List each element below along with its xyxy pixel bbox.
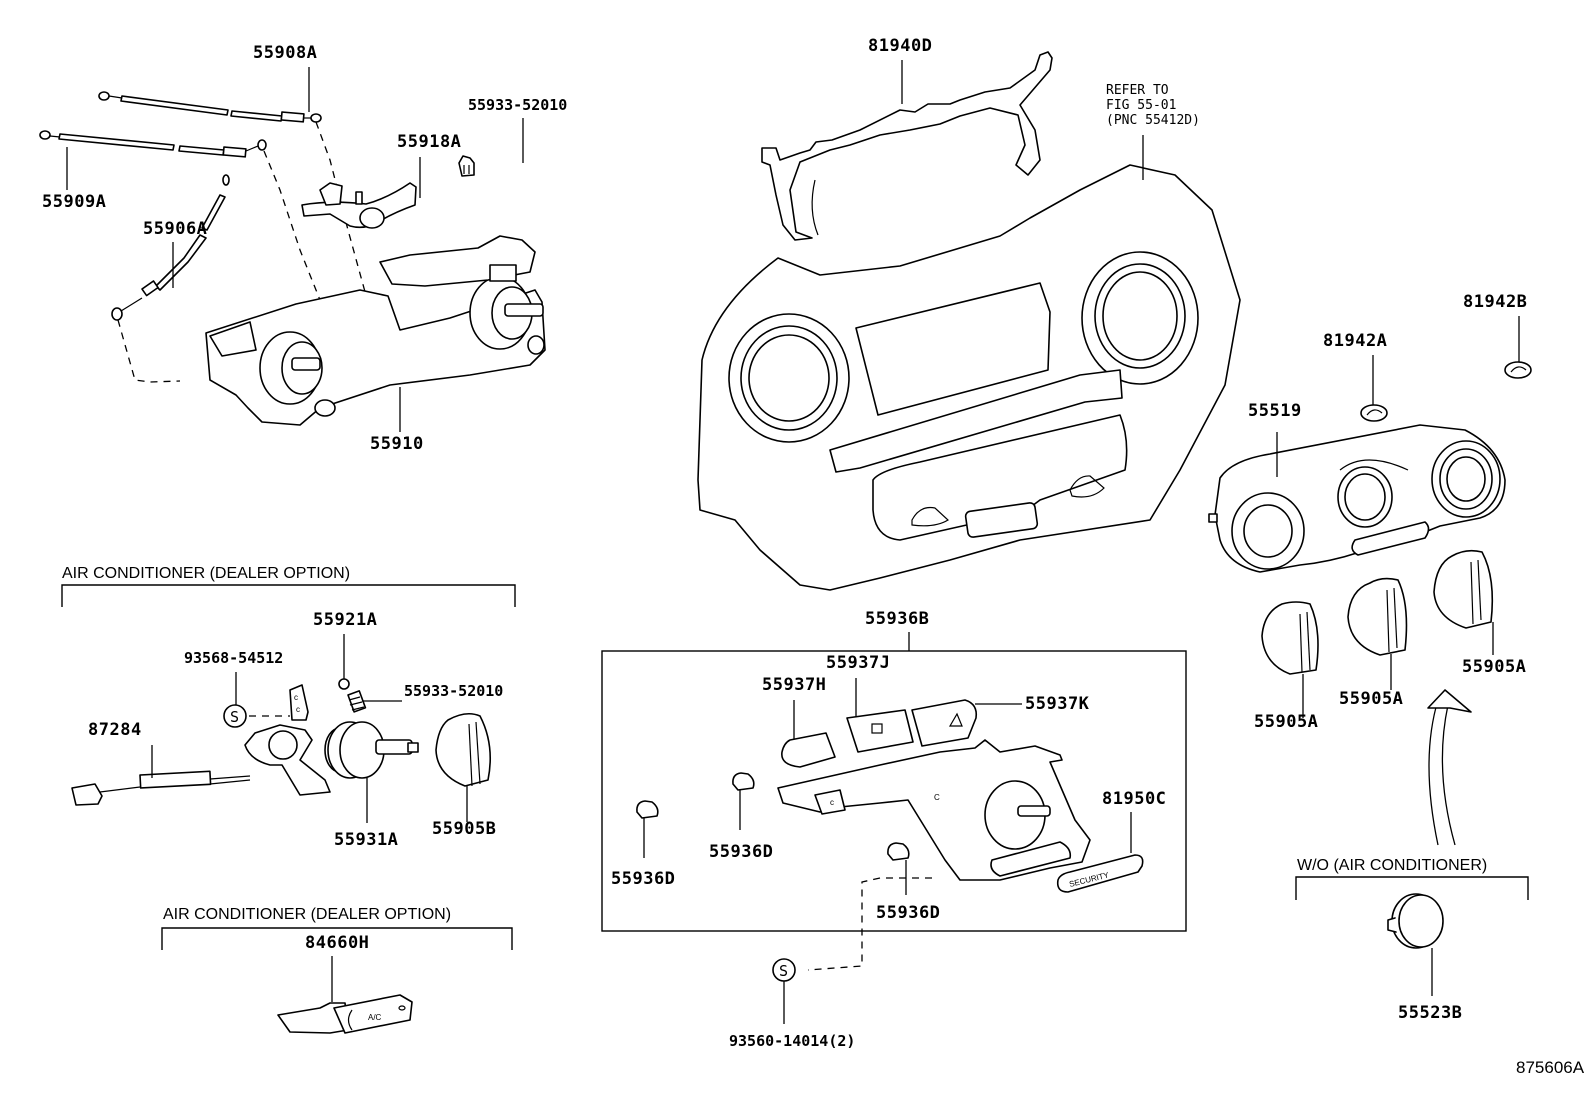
arrow-line <box>1441 704 1456 846</box>
label-81950C: 81950C <box>1102 789 1166 809</box>
knob-55905B[interactable] <box>435 712 492 787</box>
clip-55933-52010[interactable] <box>458 155 475 177</box>
label-55519: 55519 <box>1248 401 1302 421</box>
label-55905A-2: 55905A <box>1339 689 1403 709</box>
reference-note-line3: (PNC 55412D) <box>1106 113 1200 128</box>
figure-id: 875606A <box>1516 1058 1585 1077</box>
label-55937K: 55937K <box>1025 694 1090 714</box>
svg-text:C: C <box>934 793 940 802</box>
control-cable-55908A[interactable] <box>98 91 322 123</box>
switch-knob-55937H[interactable] <box>781 732 836 768</box>
label-55908A: 55908A <box>253 43 317 63</box>
group-bracket <box>161 927 513 950</box>
label-93560-14014: 93560-14014(2) <box>729 1032 855 1050</box>
svg-text:c: c <box>830 798 834 807</box>
clip-55936D-2[interactable] <box>732 772 755 791</box>
group-bracket <box>61 584 516 607</box>
label-55937H: 55937H <box>762 675 826 695</box>
hazard-switch-55937K[interactable] <box>911 699 978 747</box>
label-84660H: 84660H <box>305 933 369 953</box>
label-55936B: 55936B <box>865 609 929 629</box>
arrow-head-icon <box>1427 689 1472 713</box>
label-55905A-1: 55905A <box>1254 712 1318 732</box>
label-55936D-2: 55936D <box>709 842 773 862</box>
label-55933-52010-top: 55933-52010 <box>468 96 567 114</box>
spring-55933-52010[interactable] <box>347 690 367 713</box>
control-cable-55909A[interactable] <box>39 130 267 158</box>
ball-55921A[interactable] <box>338 678 350 690</box>
svg-text:c: c <box>296 705 300 714</box>
svg-text:S: S <box>230 708 239 726</box>
label-55905B: 55905B <box>432 819 496 839</box>
cable-route-line <box>263 150 321 301</box>
defogger-switch-55937J[interactable] <box>846 709 914 753</box>
label-55906A: 55906A <box>143 219 207 239</box>
screw-route-line <box>807 877 932 971</box>
ac-switch-84660H[interactable]: A/C <box>277 994 413 1034</box>
blank-cap-55523B[interactable] <box>1387 893 1444 949</box>
knob-55905A-center[interactable] <box>1347 577 1408 656</box>
label-55905A-3: 55905A <box>1462 657 1526 677</box>
arrow-line <box>1428 699 1439 846</box>
label-55933-52010-ac: 55933-52010 <box>404 682 503 700</box>
label-81940D: 81940D <box>868 36 932 56</box>
reference-note-line2: FIG 55-01 <box>1106 98 1176 113</box>
emblem-81942B[interactable] <box>1504 361 1532 379</box>
label-55937J: 55937J <box>826 653 890 673</box>
group-label-ac-dealer-option-1: AIR CONDITIONER (DEALER OPTION) <box>62 565 350 582</box>
label-81942A: 81942A <box>1323 331 1387 351</box>
label-55936D-1: 55936D <box>611 869 675 889</box>
screw-symbol-93568[interactable]: S <box>223 704 247 728</box>
group-box-55936B <box>601 650 1187 932</box>
ac-switch-87284[interactable]: c c <box>71 684 331 806</box>
group-label-without-ac: W/O (AIR CONDITIONER) <box>1297 857 1487 874</box>
knob-55905A-right[interactable] <box>1433 549 1494 629</box>
svg-text:c: c <box>294 693 298 702</box>
heater-control-assembly-55910[interactable] <box>205 235 546 426</box>
switch-body-55931A[interactable] <box>324 721 419 779</box>
heater-control-lever-55918A[interactable] <box>301 182 417 229</box>
svg-text:S: S <box>779 962 788 980</box>
knob-55905A-left[interactable] <box>1261 601 1319 675</box>
cable-route-line <box>117 319 181 383</box>
screw-symbol-93560[interactable]: S <box>772 958 796 982</box>
label-55931A: 55931A <box>334 830 398 850</box>
clip-55936D-3[interactable] <box>887 842 910 861</box>
label-87284: 87284 <box>88 720 142 740</box>
group-label-ac-dealer-option-2: AIR CONDITIONER (DEALER OPTION) <box>163 906 451 923</box>
label-81942B: 81942B <box>1463 292 1527 312</box>
label-55936D-3: 55936D <box>876 903 940 923</box>
label-55910: 55910 <box>370 434 424 454</box>
center-cluster-panel[interactable] <box>697 164 1241 591</box>
label-55918A: 55918A <box>397 132 461 152</box>
label-55523B: 55523B <box>1398 1003 1462 1023</box>
switch-bracket-assembly[interactable]: c C <box>777 739 1091 881</box>
label-55921A: 55921A <box>313 610 377 630</box>
group-bracket <box>1295 876 1529 900</box>
emblem-81942A[interactable] <box>1360 404 1388 422</box>
label-93568-54512: 93568-54512 <box>184 649 283 667</box>
heater-control-panel-55519[interactable] <box>1208 424 1506 573</box>
svg-text:A/C: A/C <box>368 1013 382 1022</box>
clip-55936D-1[interactable] <box>636 800 659 819</box>
reference-note-line1: REFER TO <box>1106 83 1169 98</box>
label-55909A: 55909A <box>42 192 106 212</box>
wire-harness-81940D[interactable] <box>761 51 1053 241</box>
control-cable-55906A[interactable] <box>111 174 230 321</box>
